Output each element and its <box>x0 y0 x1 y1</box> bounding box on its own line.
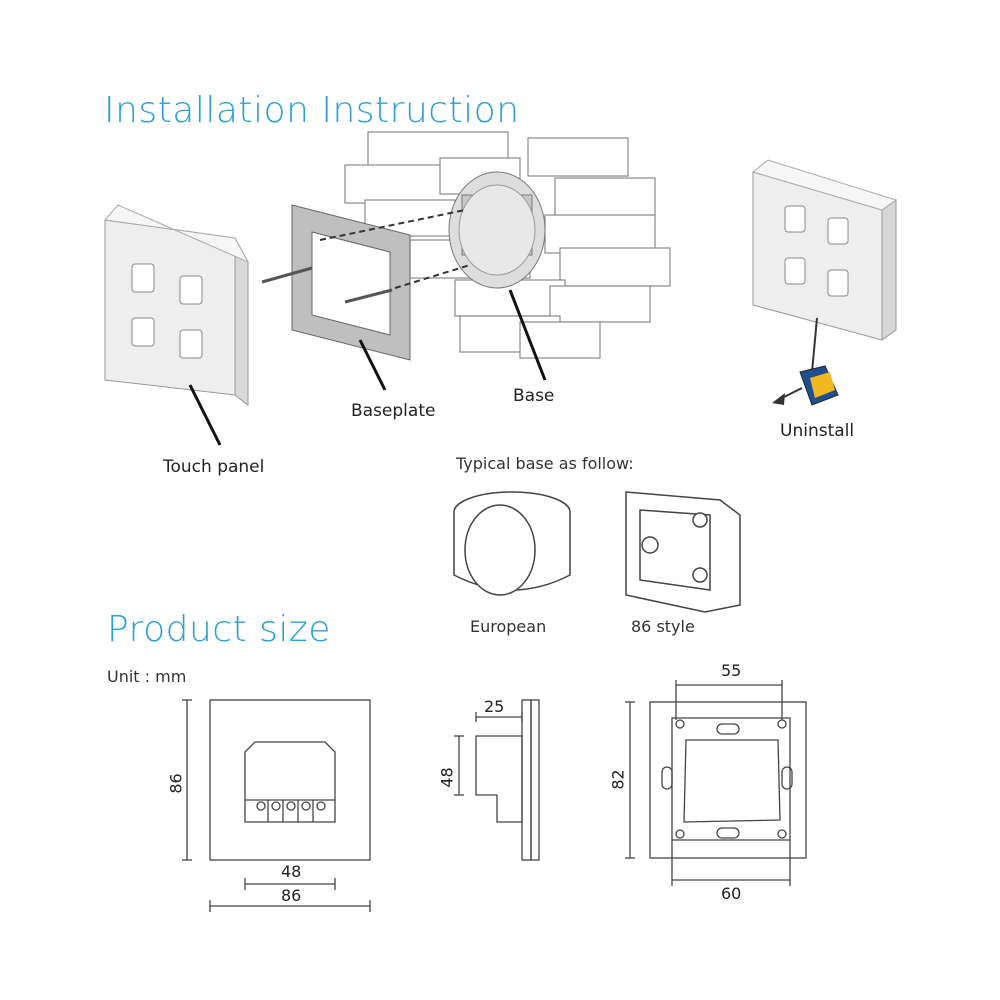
european-label: European <box>470 617 547 636</box>
touch-panel-label: Touch panel <box>163 457 265 477</box>
plate-view-drawing <box>625 680 807 886</box>
screws <box>261 266 393 304</box>
european-base-drawing <box>453 491 571 596</box>
dim-plate-bottom-width: 60 <box>721 884 742 903</box>
typical-base-label: Typical base as follow: <box>456 454 634 473</box>
dim-front-inner-width: 48 <box>281 862 302 881</box>
dim-side-depth: 25 <box>484 697 505 716</box>
uninstall-panel-drawing <box>751 159 898 406</box>
base-box <box>448 171 546 289</box>
base-label: Base <box>513 386 555 406</box>
front-view-drawing <box>182 699 371 912</box>
dim-front-height: 86 <box>166 773 186 794</box>
product-size-title: Product size <box>107 609 331 650</box>
dim-side-height: 48 <box>437 767 457 788</box>
baseplate-drawing <box>291 204 411 361</box>
touch-panel-drawing <box>104 204 250 407</box>
dim-plate-height: 82 <box>608 769 628 790</box>
side-view-drawing <box>454 699 540 861</box>
installation-title: Installation Instruction <box>104 90 520 131</box>
uninstall-label: Uninstall <box>780 421 855 441</box>
brick-wall <box>344 131 671 359</box>
baseplate-label: Baseplate <box>351 401 436 421</box>
dim-plate-top-width: 55 <box>721 661 742 680</box>
style86-base-drawing <box>625 491 741 613</box>
unit-label: Unit : mm <box>107 667 187 686</box>
dim-front-width: 86 <box>281 886 302 905</box>
style86-label: 86 style <box>631 617 695 636</box>
